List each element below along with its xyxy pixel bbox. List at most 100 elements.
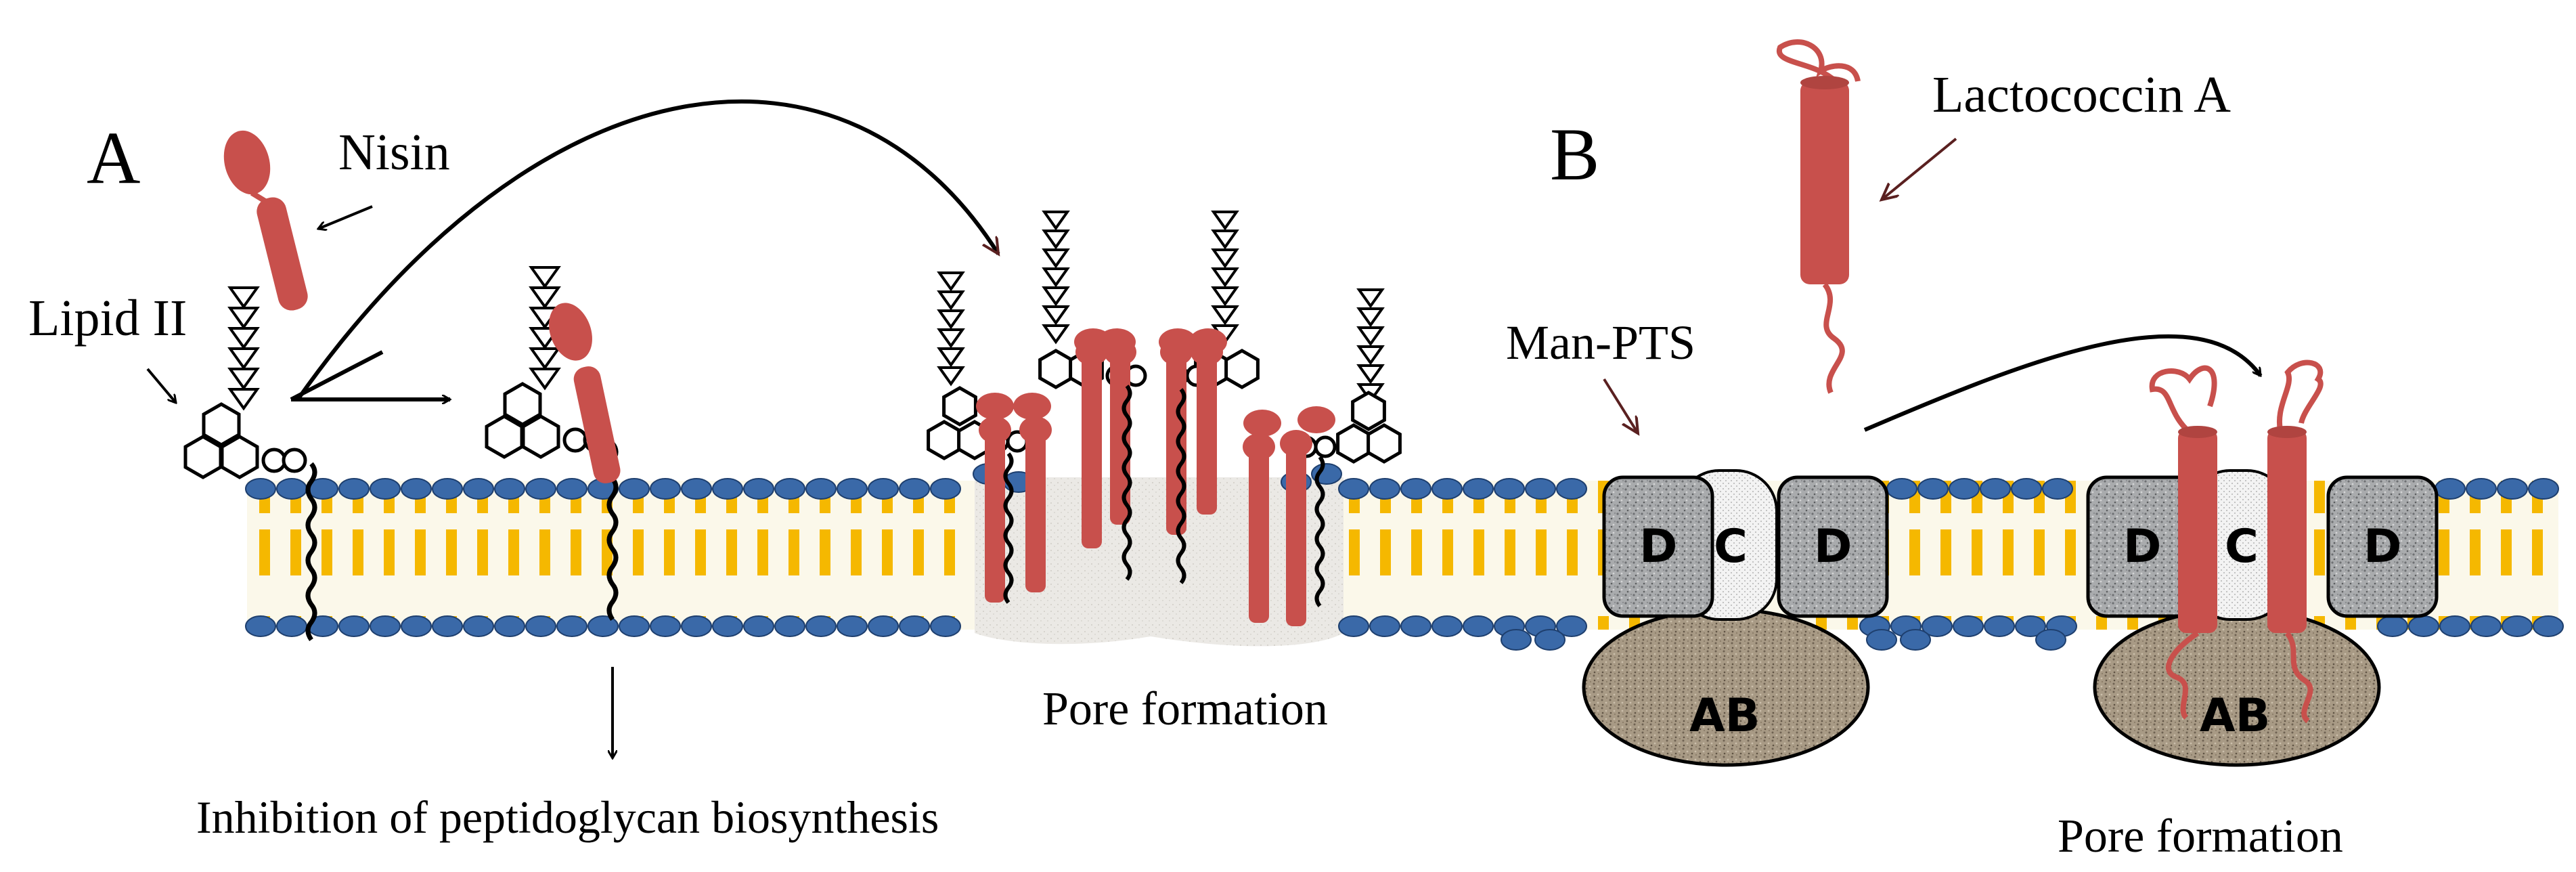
head-group	[1949, 478, 1980, 500]
lactococcin-curve-arrow	[1863, 334, 2263, 432]
nisin-helix	[1110, 355, 1130, 525]
head-group	[1922, 615, 1953, 637]
man-pts-pointer-arrow	[1603, 378, 1638, 433]
head-group	[1525, 478, 1556, 500]
head-group	[2470, 615, 2502, 637]
head-group	[338, 615, 370, 637]
head-groups	[245, 463, 2564, 651]
head-group	[1953, 615, 1984, 637]
head-group	[650, 615, 681, 637]
head-group	[338, 478, 370, 500]
head-group	[1866, 629, 1897, 651]
head-group	[1984, 615, 2015, 637]
nisin-head	[1019, 416, 1052, 443]
head-group	[494, 478, 525, 500]
head-group	[1369, 615, 1400, 637]
nisin-helix	[1286, 447, 1306, 626]
head-group	[1900, 629, 1931, 651]
head-group	[1463, 615, 1494, 637]
head-group	[2042, 478, 2073, 500]
subunit-d	[1777, 475, 1889, 618]
head-group	[1431, 615, 1463, 637]
subunit-d-label: D	[2123, 520, 2161, 573]
head-group	[2439, 615, 2470, 637]
nisin-pore-complex	[927, 211, 1402, 626]
head-group	[1400, 615, 1431, 637]
inhibition-label: Inhibition of peptidoglycan biosynthesis	[196, 791, 939, 843]
lactococcin-molecule	[1776, 39, 1861, 394]
head-group	[1980, 478, 2011, 500]
head-group	[1400, 478, 1431, 500]
head-group	[743, 478, 774, 500]
head-group	[2502, 615, 2533, 637]
head-group	[837, 615, 868, 637]
head-group	[463, 478, 494, 500]
nisin-head	[1243, 433, 1275, 460]
head-group	[245, 478, 276, 500]
head-group	[868, 615, 899, 637]
lipid-ii-molecule	[183, 286, 317, 642]
head-group	[930, 478, 961, 500]
head-group	[1886, 478, 1917, 500]
head-group	[1431, 478, 1463, 500]
lactococcin-pointer-arrow	[1882, 137, 1957, 200]
nisin-pointer-arrow	[318, 205, 373, 229]
subunit-c-label: C	[1714, 520, 1748, 573]
head-group	[2035, 629, 2066, 651]
head-group	[1494, 478, 1525, 500]
pore-curve-arrow	[296, 100, 1000, 401]
subunit-c-label: C	[2225, 520, 2259, 573]
lipid-ii-label: Lipid II	[28, 290, 187, 347]
nisin-bound-lipid-ii	[549, 303, 621, 483]
panel-b-letter: B	[1550, 113, 1599, 196]
head-group	[556, 478, 587, 500]
pore-formation-a-label: Pore formation	[1042, 683, 1328, 735]
nisin-head	[1280, 430, 1312, 457]
panel-a-letter: A	[87, 116, 140, 199]
head-group	[619, 615, 650, 637]
head-group	[245, 615, 276, 637]
man-pts-pore-complex: D C D AB	[2086, 359, 2439, 767]
head-group	[2497, 478, 2528, 500]
head-group	[681, 615, 712, 637]
pore-formation-b-label: Pore formation	[2058, 810, 2343, 863]
nisin-molecule	[223, 130, 308, 311]
head-group	[743, 615, 774, 637]
head-group	[1369, 478, 1400, 500]
head-group	[556, 615, 587, 637]
head-group	[587, 615, 619, 637]
head-group	[899, 615, 930, 637]
head-group	[712, 615, 743, 637]
head-group	[681, 478, 712, 500]
head-group	[899, 478, 930, 500]
inserted-lactococcin	[2149, 365, 2217, 720]
head-group	[2533, 615, 2564, 637]
panel-b: B Lactococcin A Man-PTS D C D AB	[1506, 39, 2439, 863]
subunit-ab-label: AB	[2200, 689, 2270, 743]
head-group	[1338, 478, 1369, 500]
head-group	[2011, 478, 2042, 500]
inserted-lactococcin	[2267, 359, 2324, 724]
man-pts-label: Man-PTS	[1506, 315, 1695, 370]
nisin-helix	[1082, 355, 1102, 548]
head-group	[2435, 478, 2466, 500]
nisin-helix	[1166, 355, 1186, 535]
head-group	[463, 615, 494, 637]
head-group	[2015, 615, 2046, 637]
panel-a: A Nisin Lipid II Inhibition of peptidogl…	[28, 100, 1402, 843]
head-group	[712, 478, 743, 500]
nisin-label: Nisin	[338, 124, 450, 181]
head-group	[774, 478, 805, 500]
head-group	[868, 478, 899, 500]
nisin-helix	[1025, 433, 1046, 592]
binding-arrow-diagonal	[290, 350, 384, 401]
head-group	[494, 615, 525, 637]
lipid-ii-pointer-arrow	[146, 368, 176, 403]
head-group	[1917, 478, 1949, 500]
head-group	[650, 478, 681, 500]
nisin-helix	[985, 433, 1005, 603]
head-group	[401, 615, 432, 637]
nisin-helix	[1197, 355, 1217, 515]
man-pts-complex: D C D AB	[1582, 469, 1889, 767]
